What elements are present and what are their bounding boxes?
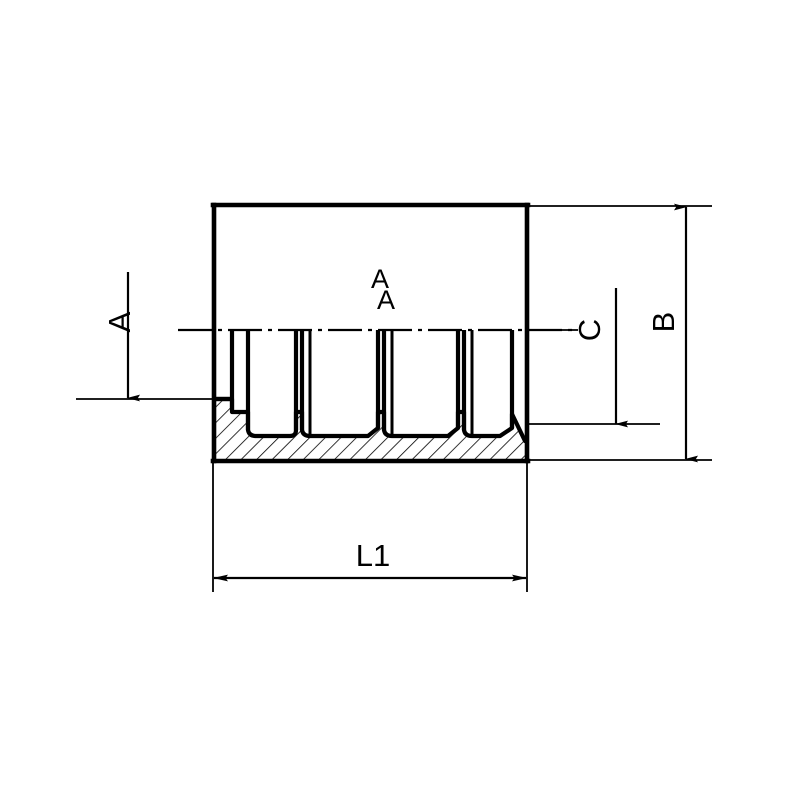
dimension-B-label: B: [646, 312, 681, 333]
dimension-A: A: [76, 272, 232, 402]
serration-tooth-lines: [229, 330, 515, 435]
section-mark-a-lower: A: [377, 285, 395, 315]
dimension-B: B: [528, 203, 712, 463]
dimension-C: C: [528, 288, 660, 428]
section-mark-a-upper: A: [371, 264, 389, 294]
dimension-C-label: C: [572, 319, 607, 341]
dimension-A-label: A: [102, 311, 137, 332]
section-marks: A A: [371, 264, 395, 315]
ferrule-body: [178, 202, 578, 464]
serration-profile: [212, 396, 528, 444]
dimension-L1-label: L1: [356, 538, 390, 573]
dimension-L1: L1: [212, 462, 528, 592]
ferrule-outline: [210, 202, 531, 464]
lower-wall-hatch: [215, 399, 525, 461]
